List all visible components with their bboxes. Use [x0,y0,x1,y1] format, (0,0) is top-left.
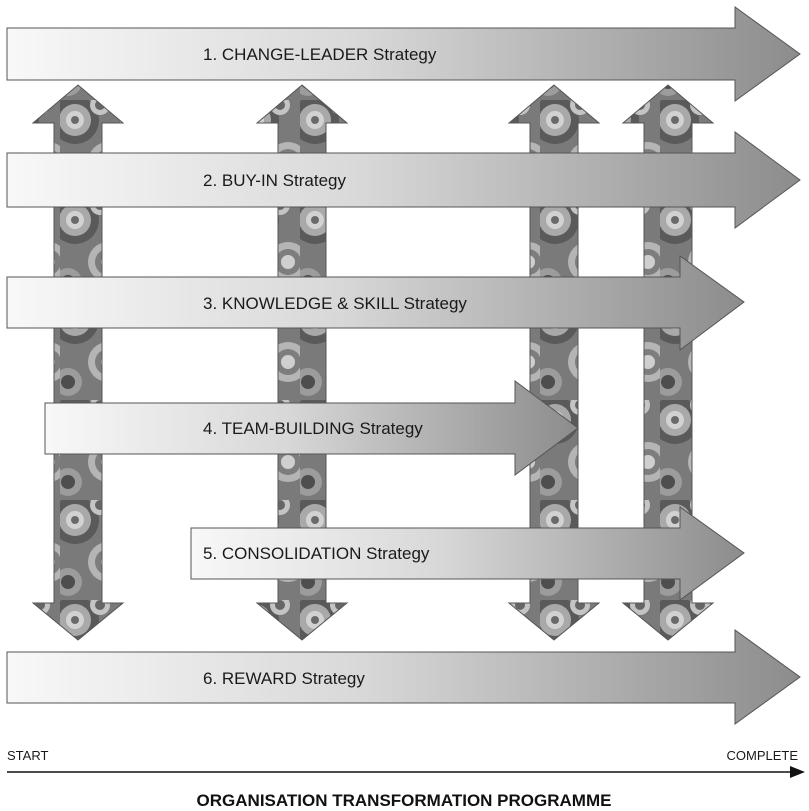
timeline-axis: START COMPLETE [7,748,805,778]
strategy-label-6: 6. REWARD Strategy [203,669,365,688]
pillar-2 [255,84,349,641]
strategy-label-4: 4. TEAM-BUILDING Strategy [203,419,423,438]
strategy-label-2: 2. BUY-IN Strategy [203,171,346,190]
strategy-label-5: 5. CONSOLIDATION Strategy [203,544,430,563]
strategy-arrow-3 [6,255,745,351]
strategy-arrow-5 [190,506,745,601]
pillars [31,84,715,641]
strategy-arrow-4 [44,380,579,476]
strategy-arrows [6,6,801,725]
timeline-start-label: START [7,748,48,763]
timeline-end-label: COMPLETE [726,748,798,763]
pillar-3 [507,84,601,641]
diagram-caption: ORGANISATION TRANSFORMATION PROGRAMME [197,791,612,810]
strategy-label-3: 3. KNOWLEDGE & SKILL Strategy [203,294,467,313]
pillar-1 [31,84,125,641]
strategy-label-1: 1. CHANGE-LEADER Strategy [203,45,437,64]
timeline-arrowhead [790,766,805,778]
pillar-4 [621,84,715,641]
strategy-arrow-6 [6,629,801,725]
strategy-arrow-2 [6,131,801,229]
strategy-arrow-1 [6,6,801,102]
